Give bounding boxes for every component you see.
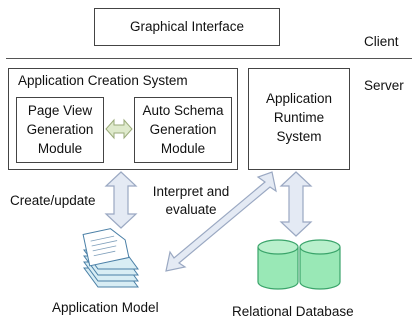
runtime-line-1: Application <box>265 91 333 106</box>
application-model-label: Application Model <box>52 300 159 315</box>
create-update-label: Create/update <box>10 193 96 208</box>
relational-database-label: Relational Database <box>232 304 354 319</box>
runtime-line-2: Runtime <box>273 110 325 125</box>
runtime-database-arrow <box>279 171 313 237</box>
module-bidirectional-arrow <box>105 118 133 140</box>
auto-schema-line-2: Generation <box>149 122 217 137</box>
interpret-label-line-1: Interpret and <box>152 184 230 199</box>
client-label: Client <box>364 34 399 49</box>
application-creation-system-label: Application Creation System <box>18 73 188 88</box>
page-view-line-2: Generation <box>26 122 94 137</box>
interpret-label-line-2: evaluate <box>165 202 217 217</box>
interpret-evaluate-arrow <box>165 171 277 272</box>
create-update-arrow <box>104 171 138 229</box>
graphical-interface-label: Graphical Interface <box>129 19 245 34</box>
page-view-line-1: Page View <box>27 103 93 118</box>
server-label: Server <box>364 78 404 93</box>
auto-schema-line-3: Module <box>160 141 206 156</box>
page-view-generation-module-box <box>16 97 104 163</box>
graphical-interface-box <box>94 8 280 46</box>
application-model-documents-icon <box>82 228 139 288</box>
auto-schema-generation-module-box <box>134 97 232 163</box>
page-view-line-3: Module <box>37 141 83 156</box>
relational-database-icon <box>257 239 341 290</box>
client-server-divider <box>6 58 412 59</box>
application-runtime-system-box <box>248 68 350 170</box>
runtime-line-3: System <box>276 129 322 144</box>
auto-schema-line-1: Auto Schema <box>142 103 224 118</box>
